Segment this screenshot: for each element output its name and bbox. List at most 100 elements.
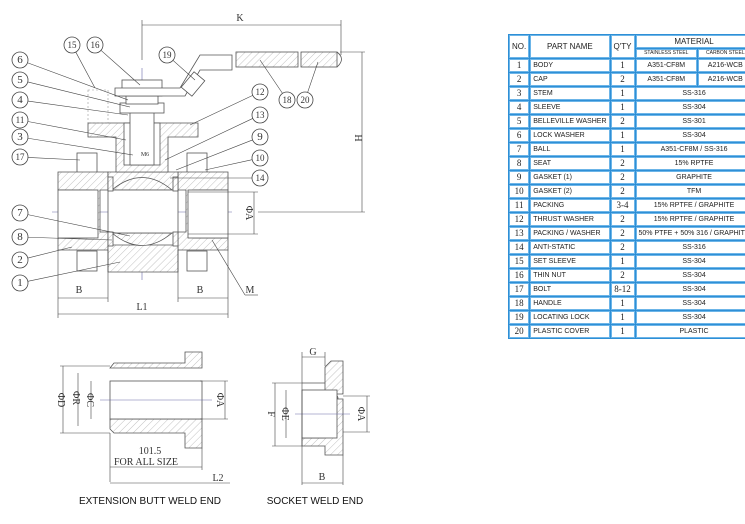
quantity: 1	[610, 255, 635, 268]
balloon-number: 10	[256, 153, 266, 163]
valve-cross-section: M6	[52, 51, 342, 280]
balloon-8: 8	[11, 228, 113, 246]
part-name: THRUST WASHER	[530, 213, 610, 226]
dim-l2: L2	[212, 473, 223, 484]
extension-butt-weld-end: ΦD ΦR ΦC ΦA 101.5 FOR ALL SIZE L2 EXTENS…	[55, 351, 230, 507]
part-name: GASKET (1)	[530, 171, 610, 184]
balloon-circle	[86, 36, 104, 54]
balloon-circle	[158, 46, 176, 64]
part-name: THIN NUT	[530, 269, 610, 282]
part-name: GASKET (2)	[530, 185, 610, 198]
row-number: 15	[509, 255, 530, 268]
balloon-circle	[11, 111, 29, 129]
material: GRAPHITE	[635, 171, 745, 184]
material: SS-304	[635, 311, 745, 324]
quantity: 1	[610, 297, 635, 310]
balloon-3: 3	[11, 128, 134, 156]
material: TFM	[635, 185, 745, 198]
quantity: 2	[610, 115, 635, 128]
balloon-circle	[11, 71, 29, 89]
balloon-number: 7	[17, 207, 23, 219]
header-carbon: CARBON STEEL	[698, 49, 745, 58]
quantity: 1	[610, 311, 635, 324]
row-number: 7	[509, 143, 530, 156]
dim-length-note: FOR ALL SIZE	[114, 457, 178, 468]
leader-line	[27, 261, 121, 282]
part-name: SEAT	[530, 157, 610, 170]
balloon-circle	[251, 128, 269, 146]
balloon-16: 16	[86, 36, 141, 86]
material: SS-316	[635, 241, 745, 254]
material: SS-316	[635, 87, 745, 100]
quantity: 2	[610, 227, 635, 240]
balloon-2: 2	[11, 246, 73, 269]
part-name: BODY	[530, 59, 610, 72]
balloon-number: 17	[16, 152, 26, 162]
balloon-circle	[11, 251, 29, 269]
balloon-number: 15	[68, 40, 78, 50]
header-qty: Q'TY	[610, 35, 635, 58]
quantity: 2	[610, 269, 635, 282]
material: 50% PTFE + 50% 316 / GRAPHITE	[635, 227, 745, 240]
balloon-11: 11	[11, 111, 127, 141]
balloon-19: 19	[158, 46, 196, 81]
quantity: 3-4	[610, 199, 635, 212]
balloon-15: 15	[63, 36, 96, 89]
leader-line	[307, 61, 319, 93]
row-number: 19	[509, 311, 530, 324]
balloon-20: 20	[296, 61, 319, 109]
leader-line	[259, 59, 283, 94]
dim-m: M	[246, 285, 255, 296]
leader-line	[175, 139, 253, 171]
material: SS-304	[635, 283, 745, 296]
header-stainless: STAINLESS STEEL	[635, 49, 698, 58]
part-name: HANDLE	[530, 297, 610, 310]
butt-weld-caption: EXTENSION BUTT WELD END	[79, 496, 221, 507]
part-name: PLASTIC COVER	[530, 325, 610, 338]
row-number: 4	[509, 101, 530, 114]
material: SS-304	[635, 101, 745, 114]
balloon-14: 14	[170, 169, 269, 187]
leader-line	[172, 60, 196, 81]
quantity: 2	[610, 241, 635, 254]
quantity: 8-12	[610, 283, 635, 296]
row-number: 2	[509, 73, 530, 86]
balloon-10: 10	[204, 149, 269, 171]
leader-line	[27, 62, 129, 101]
row-number: 3	[509, 87, 530, 100]
row-number: 9	[509, 171, 530, 184]
balloon-circle	[63, 36, 81, 54]
balloon-number: 16	[91, 40, 101, 50]
quantity: 1	[610, 101, 635, 114]
leader-line	[100, 50, 141, 86]
part-name: STEM	[530, 87, 610, 100]
balloon-1: 1	[11, 261, 121, 292]
balloon-circle	[251, 106, 269, 124]
quantity: 1	[610, 129, 635, 142]
dim-l1: L1	[136, 302, 147, 313]
dim-h: H	[352, 134, 363, 141]
quantity: 1	[610, 87, 635, 100]
part-name: CAP	[530, 73, 610, 86]
quantity: 2	[610, 157, 635, 170]
balloon-circle	[251, 149, 269, 167]
dim-a: ΦA	[243, 206, 254, 221]
material: SS-304	[635, 269, 745, 282]
dim-f: F	[265, 411, 276, 417]
part-name: LOCATING LOCK	[530, 311, 610, 324]
dim-length: 101.5	[139, 446, 162, 457]
balloon-circle	[11, 228, 29, 246]
balloon-number: 6	[17, 54, 23, 66]
balloon-number: 9	[257, 131, 263, 143]
quantity: 2	[610, 73, 635, 86]
balloon-number: 5	[17, 74, 23, 86]
